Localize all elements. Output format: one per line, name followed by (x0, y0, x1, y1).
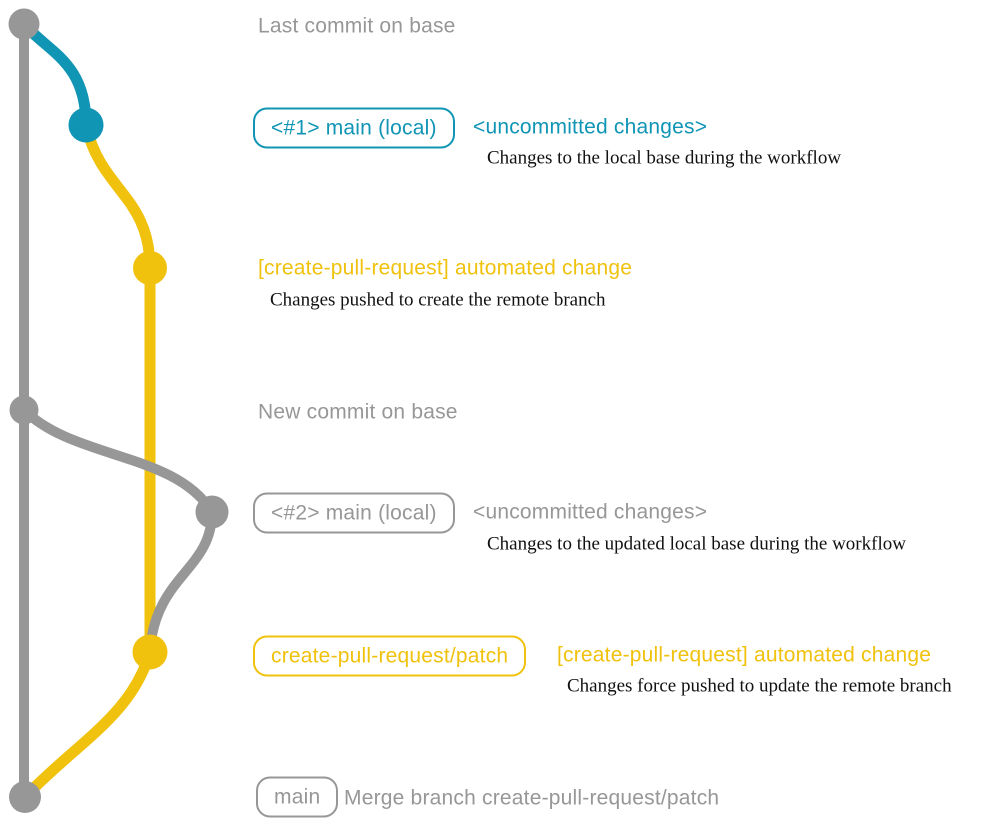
commit-dot-local-main-1 (68, 107, 104, 143)
local-changes-description-2: Changes to the updated local base during… (487, 533, 906, 555)
automated-change-label-1: [create-pull-request] automated change (258, 256, 633, 280)
commit-dot-merge (9, 781, 41, 813)
local-changes-description-1: Changes to the local base during the wor… (487, 147, 842, 169)
last-commit-on-base-label: Last commit on base (258, 14, 456, 38)
merge-commit-label: Merge branch create-pull-request/patch (344, 786, 720, 810)
patch-branch-line (80, 119, 156, 658)
new-commit-on-base-label: New commit on base (258, 400, 458, 424)
local-main-branch-line-2 (19, 405, 218, 655)
push-description-1: Changes pushed to create the remote bran… (270, 289, 606, 311)
automated-change-label-2: [create-pull-request] automated change (557, 643, 932, 667)
branch-badge-main-local-2: <#2> main (local) (253, 492, 455, 534)
uncommitted-changes-note-2: <uncommitted changes> (473, 500, 708, 524)
branch-badge-main: main (256, 776, 339, 818)
branch-badge-patch: create-pull-request/patch (253, 635, 527, 677)
merge-line (21, 646, 156, 801)
push-description-2: Changes force pushed to update the remot… (567, 675, 952, 697)
commit-dot-new-base (9, 395, 39, 425)
commit-dot-local-main-2 (195, 495, 229, 529)
branch-badge-main-local-1: <#1> main (local) (253, 107, 455, 149)
uncommitted-changes-note-1: <uncommitted changes> (473, 115, 708, 139)
commit-dot-patch-2 (132, 634, 168, 670)
commit-dot-patch-1 (133, 251, 167, 285)
commit-dot-last-base (8, 8, 40, 40)
local-main-branch-line (18, 18, 92, 131)
